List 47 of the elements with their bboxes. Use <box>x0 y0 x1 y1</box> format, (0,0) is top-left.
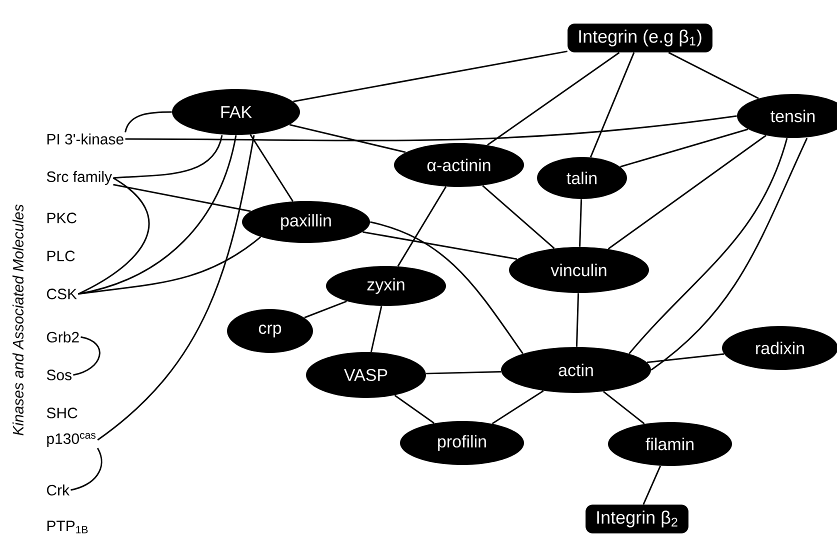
connector-line <box>113 184 251 212</box>
molecule-name: PKC <box>47 212 76 224</box>
connector-line <box>590 52 635 158</box>
connector-line <box>113 134 223 179</box>
molecule-name: Grb2 <box>46 331 79 342</box>
connector-line <box>579 199 582 247</box>
connector-line <box>250 134 294 202</box>
connector-line <box>304 300 347 318</box>
connector-line <box>70 448 102 491</box>
connector-line <box>362 231 518 260</box>
connector-line <box>397 186 447 267</box>
axis-title: Kinases and Associated Molecules <box>12 204 24 436</box>
connector-line <box>668 52 759 100</box>
connector-line <box>97 135 255 441</box>
connector-line <box>293 50 568 102</box>
integrin-box: Integrin (e.g β$_{1}$) <box>568 24 712 52</box>
connector-line <box>394 394 434 424</box>
connector-line <box>492 390 544 424</box>
connector-line <box>426 371 502 374</box>
connector-line <box>289 124 406 154</box>
connector-line <box>650 138 808 371</box>
connector-line <box>125 115 737 142</box>
connector-line <box>78 236 262 295</box>
molecule-name: PTP$_{1B}$ <box>47 520 88 534</box>
connector-line <box>620 128 748 168</box>
molecule-name: PI 3'-kinase <box>47 134 124 144</box>
integrin-box: Integrin β$_{2}$ <box>586 504 688 534</box>
connector-line <box>602 391 645 424</box>
molecule-name: CSK <box>46 288 77 300</box>
connector-line <box>642 466 662 505</box>
molecule-name: SHC <box>46 408 78 418</box>
molecule-name: Crk <box>46 484 70 496</box>
connector-line <box>646 353 724 364</box>
connector-line <box>370 306 382 352</box>
molecule-name: Sos <box>46 370 72 380</box>
connector-line <box>370 221 524 354</box>
connector-line <box>482 185 555 249</box>
connector-line <box>487 52 620 146</box>
molecule-name: PLC <box>47 250 75 262</box>
connector-line <box>73 336 100 376</box>
molecule-name: Src family <box>46 171 112 185</box>
connector-line <box>576 293 580 347</box>
connector-line <box>608 134 766 250</box>
connector-line <box>628 138 788 354</box>
connector-line <box>78 177 150 295</box>
molecule-name: p130$^{cas}$ <box>47 433 96 447</box>
connector-line <box>124 111 172 132</box>
